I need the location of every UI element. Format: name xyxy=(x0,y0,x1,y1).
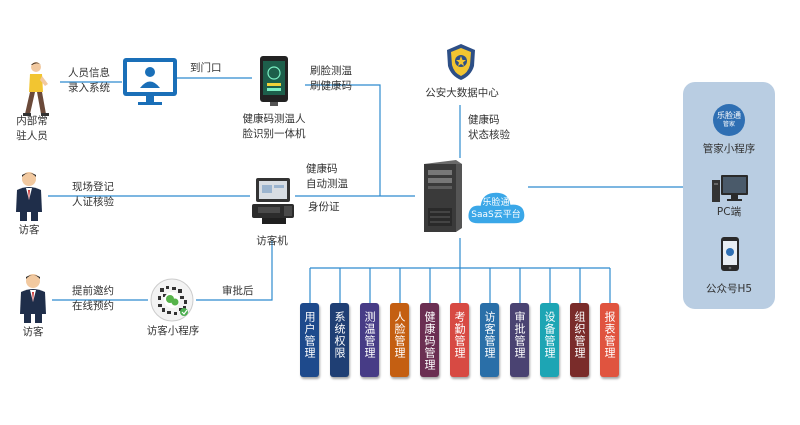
visitor-miniapp-label: 访客小程序 xyxy=(146,325,200,337)
qr-code-icon xyxy=(150,278,194,322)
edge-label-face-temp: 刷脸测温 刷健康码 xyxy=(310,65,352,92)
cloud-platform-label: SaaS云平台 xyxy=(471,210,521,220)
edge-label-approve: 审批后 xyxy=(222,285,254,297)
phone-icon xyxy=(721,237,739,271)
module-label: 审批管理 xyxy=(513,311,526,359)
module-label: 用户管理 xyxy=(303,311,316,359)
businessman-icon xyxy=(16,172,42,221)
police-center-label: 公安大数据中心 xyxy=(425,87,499,99)
module-label: 测温管理 xyxy=(363,311,376,359)
module-health-code[interactable]: 健康码管理 xyxy=(420,303,439,377)
edge-label-to-door: 到门口 xyxy=(190,62,222,74)
module-label: 健康码管理 xyxy=(423,311,436,371)
module-visitor[interactable]: 访客管理 xyxy=(480,303,499,377)
module-user[interactable]: 用户管理 xyxy=(300,303,319,377)
module-label: 访客管理 xyxy=(483,311,496,359)
edge-label-id-card: 身份证 xyxy=(308,201,340,213)
kiosk-icon xyxy=(252,178,294,224)
module-label: 系统权限 xyxy=(333,311,346,359)
module-device[interactable]: 设备管理 xyxy=(540,303,559,377)
visitor-machine-label: 访客机 xyxy=(256,235,288,247)
cloud-icon xyxy=(466,191,526,225)
monitor-user-icon xyxy=(123,58,177,105)
cloud-brand: 乐脸通 xyxy=(482,198,510,208)
visitor1-label: 访客 xyxy=(18,224,40,236)
edge-label-visitor-register: 现场登记 人证核验 xyxy=(72,181,114,208)
person-walking-icon xyxy=(23,62,49,116)
module-label: 组织管理 xyxy=(573,311,586,359)
face-terminal-label: 健康码测温人 脸识别一体机 xyxy=(242,113,306,140)
police-badge-icon xyxy=(447,44,475,80)
server-tower-icon xyxy=(424,160,462,232)
manager-app-label[interactable]: 管家小程序 xyxy=(702,143,756,155)
edge-label-health-auto: 健康码 自动测温 xyxy=(306,163,348,190)
module-label: 设备管理 xyxy=(543,311,556,359)
pc-icon xyxy=(712,175,748,202)
brand-badge-sub: 管家 xyxy=(722,121,735,128)
module-permission[interactable]: 系统权限 xyxy=(330,303,349,377)
edge-label-health-check: 健康码 状态核验 xyxy=(468,114,510,141)
module-attendance[interactable]: 考勤管理 xyxy=(450,303,469,377)
brand-badge-icon: 乐脸通 管家 xyxy=(713,104,745,136)
h5-label[interactable]: 公众号H5 xyxy=(705,283,753,295)
client-panel: 乐脸通 管家 管家小程序 PC端 公众号H5 xyxy=(683,82,775,309)
face-terminal-icon xyxy=(260,56,288,106)
module-face[interactable]: 人脸管理 xyxy=(390,303,409,377)
edge-label-invite: 提前邀约 在线预约 xyxy=(72,285,114,312)
edge-label-staff-to-system: 人员信息 录入系统 xyxy=(68,67,110,94)
module-organization[interactable]: 组织管理 xyxy=(570,303,589,377)
businessman-icon xyxy=(20,274,46,323)
visitor2-label: 访客 xyxy=(22,326,44,338)
module-label: 人脸管理 xyxy=(393,311,406,359)
pc-label[interactable]: PC端 xyxy=(716,206,742,218)
module-label: 报表管理 xyxy=(603,311,616,359)
module-report[interactable]: 报表管理 xyxy=(600,303,619,377)
module-approval[interactable]: 审批管理 xyxy=(510,303,529,377)
brand-badge-text: 乐脸通 xyxy=(717,111,741,120)
module-label: 考勤管理 xyxy=(453,311,466,359)
staff-label: 内部常 驻人员 xyxy=(16,115,48,142)
module-temperature[interactable]: 测温管理 xyxy=(360,303,379,377)
